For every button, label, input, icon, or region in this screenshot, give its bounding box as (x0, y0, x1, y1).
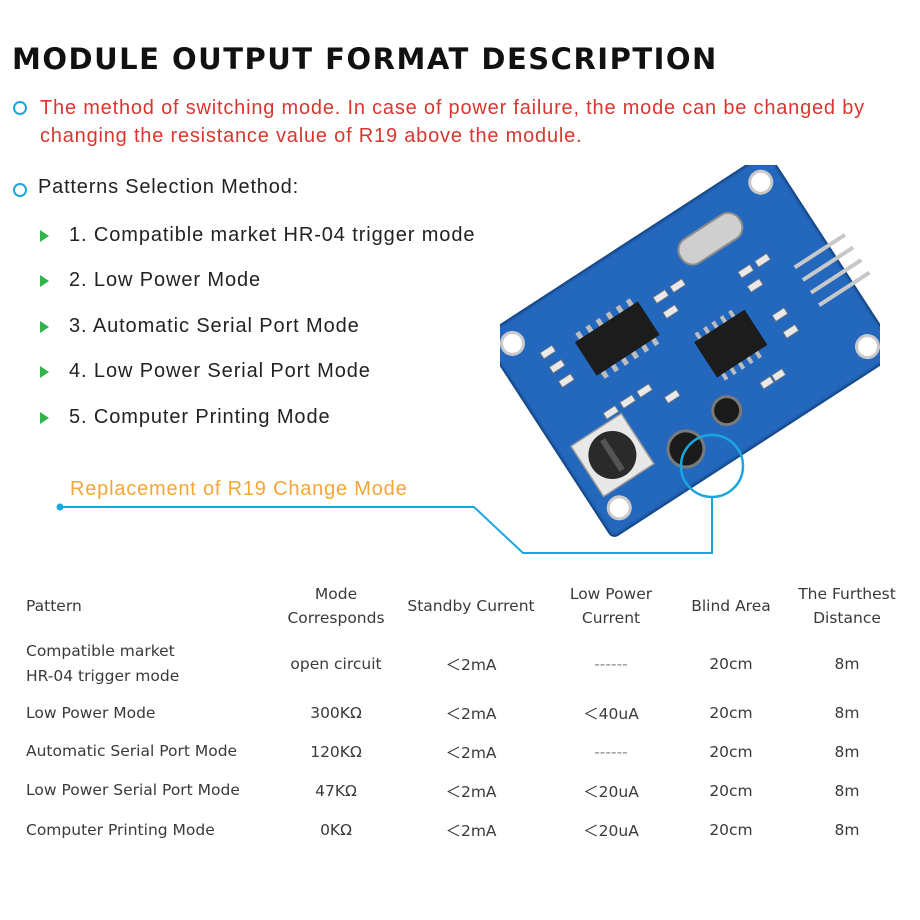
triangle-bullet-icon (40, 411, 49, 424)
cell-low-power: ＜40uA (583, 705, 639, 723)
cell-mode: 47KΩ (315, 781, 357, 800)
column-header-blind-area: Blind Area (691, 597, 771, 615)
cell-mode: 300KΩ (310, 704, 362, 722)
cell-low-power: ------ (594, 655, 628, 673)
circle-bullet-icon (13, 183, 27, 197)
mode-switch-description: The method of switching mode. In case of… (40, 97, 865, 147)
cell-blind-area: 20cm (709, 781, 753, 800)
mode-label: 5. Computer Printing Mode (69, 406, 331, 428)
cell-distance: 8m (834, 781, 860, 800)
cell-pattern: Low Power Serial Port Mode (26, 781, 240, 799)
cell-mode: 120KΩ (310, 742, 362, 761)
cell-pattern: Low Power Mode (26, 703, 156, 722)
cell-standby: ＜2mA (445, 743, 497, 762)
triangle-bullet-icon (40, 274, 49, 287)
mode-list-item: 1. Compatible market HR-04 trigger mode (40, 224, 475, 247)
cell-pattern: Automatic Serial Port Mode (26, 742, 238, 760)
mode-label: 2. Low Power Mode (69, 269, 262, 291)
mode-label: 1. Compatible market HR-04 trigger mode (69, 224, 476, 246)
circle-bullet-icon (13, 101, 27, 115)
mode-list-item: 3. Automatic Serial Port Mode (40, 315, 360, 338)
cell-distance: 8m (834, 821, 860, 839)
mode-list-item: 4. Low Power Serial Port Mode (40, 360, 371, 383)
cell-low-power: ＜20uA (583, 782, 639, 801)
mode-label: 4. Low Power Serial Port Mode (69, 360, 371, 382)
cell-mode: open circuit (290, 655, 382, 673)
mode-label: 3. Automatic Serial Port Mode (69, 315, 360, 337)
cell-blind-area: 20cm (709, 704, 753, 722)
triangle-bullet-icon (40, 365, 49, 378)
cell-low-power: ＜20uA (583, 822, 639, 840)
table-row: Low Power Serial Port Mode 47KΩ ＜2mA ＜20… (18, 771, 908, 810)
cell-low-power: ------ (594, 742, 628, 761)
cell-standby: ＜2mA (445, 822, 497, 840)
cell-blind-area: 20cm (709, 655, 753, 673)
cell-distance: 8m (834, 655, 860, 673)
cell-mode: 0KΩ (320, 821, 352, 839)
cell-distance: 8m (834, 704, 860, 722)
column-header-standby: Standby Current (407, 597, 535, 615)
mode-list-item: 5. Computer Printing Mode (40, 406, 331, 429)
cell-distance: 8m (834, 742, 860, 761)
triangle-bullet-icon (40, 229, 49, 242)
table-row: Automatic Serial Port Mode 120KΩ ＜2mA --… (18, 732, 908, 771)
cell-blind-area: 20cm (709, 742, 753, 761)
cell-pattern: Computer Printing Mode (26, 820, 215, 839)
table-row: Low Power Mode 300KΩ ＜2mA ＜40uA 20cm 8m (18, 694, 908, 732)
cell-blind-area: 20cm (709, 821, 753, 839)
cell-standby: ＜2mA (445, 782, 497, 801)
column-header-pattern: Pattern (26, 597, 82, 615)
cell-standby: ＜2mA (445, 656, 497, 674)
cell-standby: ＜2mA (445, 705, 497, 723)
mode-list-item: 2. Low Power Mode (40, 269, 261, 292)
selection-method-heading: Patterns Selection Method: (38, 176, 299, 198)
r19-replacement-label: Replacement of R19 Change Mode (70, 478, 408, 500)
triangle-bullet-icon (40, 320, 49, 333)
table-row: Computer Printing Mode 0KΩ ＜2mA ＜20uA 20… (18, 810, 908, 850)
page-title: MODULE OUTPUT FORMAT DESCRIPTION (12, 42, 718, 76)
